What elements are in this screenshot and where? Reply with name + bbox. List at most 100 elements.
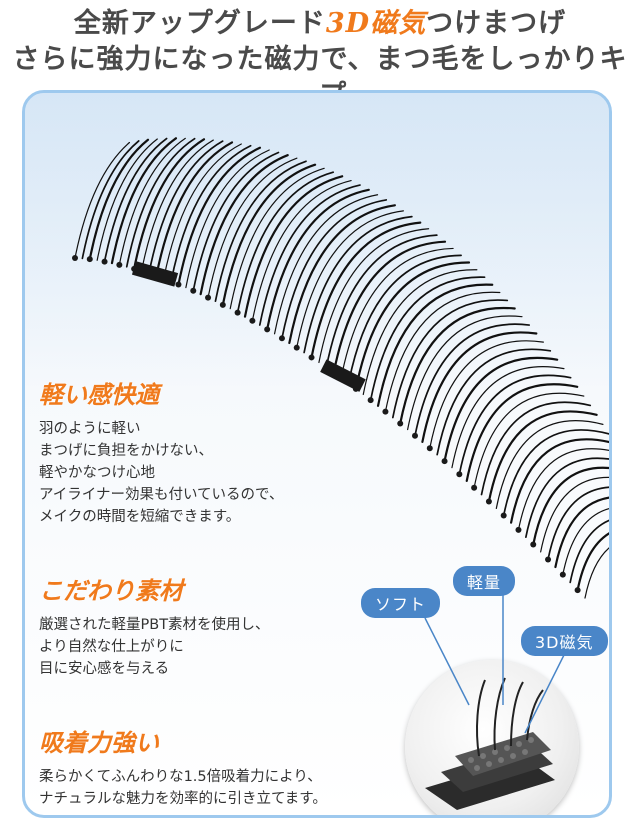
lash-root [234,309,241,316]
lash-strand [354,261,471,391]
lash-strand [554,496,609,569]
lash-strand [576,532,609,592]
feature-line: 柔らかくてふんわりな1.5倍吸着力により、 [39,769,322,785]
feature-light-comfort: 軽い感快適 羽のように軽い まつげに負担をかけない、 軽やかなつけ心地 アイライ… [39,375,283,528]
lash-root [471,484,478,491]
lash-strand [332,240,447,374]
lash-root [574,587,581,594]
lash-root [101,258,108,265]
lash-root [367,397,374,404]
lash-strand [118,137,186,266]
lash-root [293,344,300,351]
lash-strand [229,167,325,310]
tag-soft: ソフト [361,588,441,618]
lash-strand [473,392,585,489]
lash-strand [421,331,538,444]
headline-line1: 全新アップグレード3D磁気つけまつげ [0,6,640,42]
lash-strand [133,138,206,270]
lash-root [219,301,226,308]
lash-strand [273,194,379,335]
feature-material: こだわり素材 厳選された軽量PBT素材を使用し、 より自然な仕上がりに 目に安心… [39,571,270,680]
headline-accent: 3D磁気 [325,8,427,39]
lash-root [426,445,433,452]
lash-strand [340,247,454,379]
lash-strand [525,457,609,539]
feature-line: まつげに負担をかけない、 [39,443,213,459]
lash-strand [310,221,422,359]
lash-root [249,317,256,324]
lash-root [397,420,404,427]
lash-strand [540,476,609,553]
lash-strand [96,138,158,261]
lash-strand [207,157,298,299]
lash-root [382,408,389,415]
lash-strand [443,356,559,463]
lash-root [545,556,552,563]
lash-root [175,281,182,288]
lash-root [500,512,507,519]
lash-strand [584,547,609,599]
lash-strand [281,199,388,340]
lash-strand [384,291,501,413]
lash-strand [376,283,494,407]
feature-line: より自然な仕上がりに [39,639,184,655]
feature-line: 厳選された軽量PBT素材を使用し、 [39,617,270,633]
lash-strand [487,410,598,503]
lash-strand [362,269,478,396]
feature-line: 目に安心感を与える [39,661,170,677]
lash-strand [88,138,150,261]
lash-root [412,432,418,439]
lash-strand [480,401,592,496]
feature-title: 軽い感快適 [39,380,159,409]
lash-root [559,571,566,578]
lash-strand [221,163,317,306]
lash-strand [140,139,214,272]
feature-line: 羽のように軽い [39,421,141,437]
lash-strand [74,141,131,259]
feature-line: メイクの時間を短縮できます。 [39,509,241,525]
lash-strand [509,438,609,524]
lash-strand [185,149,270,289]
feature-line: 軽やかなつけ心地 [39,465,155,481]
feature-line: アイライナー効果も付いているので、 [39,487,284,503]
lash-strand [296,210,404,349]
lash-strand [170,144,252,283]
lash-root [205,294,212,301]
lash-root [308,354,315,361]
lash-strand [236,171,335,314]
lash-root [515,526,522,533]
lash-strand [163,143,242,280]
lash-strand [495,420,604,510]
lash-root [441,458,448,465]
lash-strand [192,151,280,292]
eyelash-illustration [72,137,609,599]
lash-strand [465,383,579,483]
lash-strand [517,448,609,531]
lash-strand [399,306,516,425]
lash-strand [318,228,430,364]
lash-strand [407,315,523,431]
lash-strand [532,466,609,546]
lash-strand [103,137,168,263]
lash-strand [369,276,486,401]
lash-strand [266,188,370,331]
lash-strand [110,137,178,265]
lash-strand [569,519,609,584]
lash-strand [177,146,262,286]
feature-line: ナチュラルな魅力を効率的に引き立てます。 [39,791,327,807]
lash-strand [243,175,344,318]
magnet-layer-icon [425,677,555,810]
lash-strand [562,508,609,576]
lash-strand [547,486,609,561]
lash-strand [325,234,438,369]
lash-strand [429,340,544,449]
tag-lightweight: 軽量 [453,566,516,596]
feature-title: こだわり素材 [39,576,183,605]
headline-line1-text: 全新アップグレード [73,8,326,39]
lash-strand [288,204,396,345]
lash-root [278,335,285,342]
lash-strand [502,429,609,517]
lash-strand [451,366,565,469]
lash-root [72,255,78,261]
lash-root [485,498,492,505]
